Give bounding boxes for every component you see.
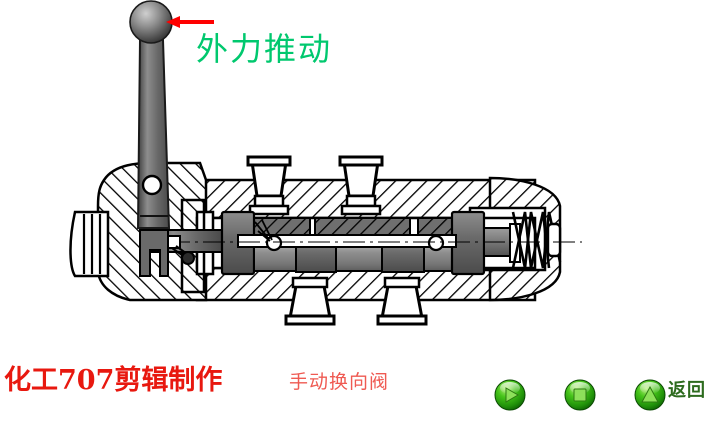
force-label: 外力推动 xyxy=(196,30,333,68)
detent-ball-right xyxy=(427,234,445,252)
back-button[interactable] xyxy=(634,379,666,411)
stop-square-icon xyxy=(573,388,587,402)
lever-assembly[interactable] xyxy=(129,0,173,277)
engagement-pin xyxy=(167,235,195,265)
detent-ball-left xyxy=(265,234,283,252)
credit-text: 化工707剪辑制作 xyxy=(4,365,223,396)
port-bottom-b xyxy=(376,276,428,326)
lever-knob xyxy=(129,0,173,44)
port-top-a xyxy=(246,155,292,216)
pivot-pin xyxy=(141,174,163,196)
return-spring xyxy=(511,211,562,269)
back-button-label[interactable]: 返回 xyxy=(668,380,706,401)
left-boot xyxy=(69,210,110,278)
play-triangle-icon xyxy=(505,387,519,403)
red-force-arrow xyxy=(166,16,214,28)
up-triangle-icon xyxy=(641,385,659,403)
port-top-b xyxy=(338,155,384,216)
diagram-title: 手动换向阀 xyxy=(289,371,390,393)
stop-button[interactable] xyxy=(564,379,596,411)
port-bottom-a xyxy=(284,276,336,326)
play-button[interactable] xyxy=(494,379,526,411)
